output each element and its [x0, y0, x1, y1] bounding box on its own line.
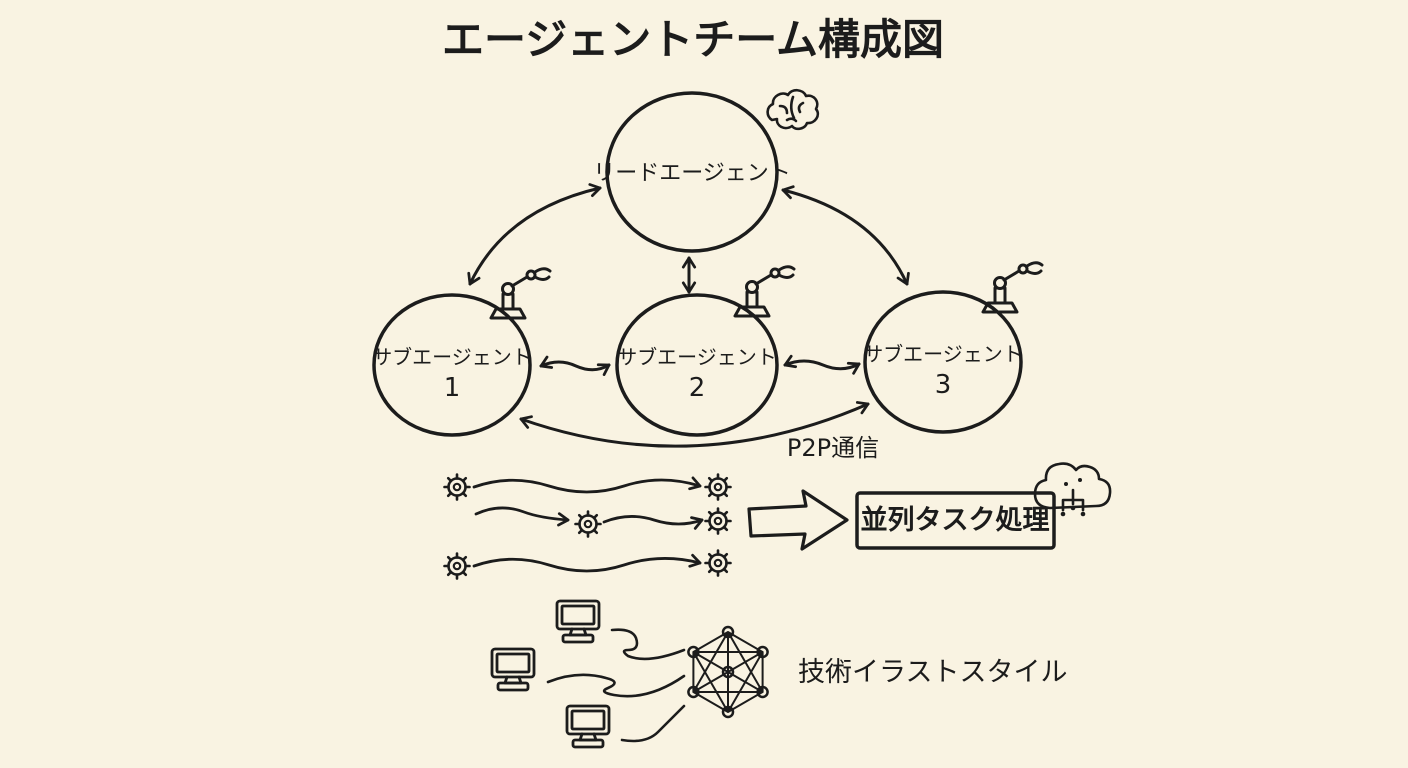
- arrow-sub2-sub3: [783, 354, 861, 375]
- sub-agent-2-label: サブエージェント: [617, 345, 777, 369]
- arrow-lead-sub1: [467, 183, 602, 286]
- gear-icon: [443, 552, 471, 580]
- flow-arrow-mid-right: [602, 515, 704, 530]
- arrow-p2p: [519, 401, 870, 448]
- flow-arrow-bottom: [472, 553, 702, 573]
- parallel-task-box: [855, 491, 1056, 550]
- connector-line-middle: [546, 673, 686, 698]
- flow-arrow-top: [472, 476, 702, 494]
- gear-icon: [704, 473, 732, 501]
- sub-agent-1-node: サブエージェント 1: [372, 267, 552, 437]
- lead-agent-circle: [605, 91, 779, 253]
- connector-line-top: [610, 628, 686, 661]
- sub-agent-1-number: 1: [444, 373, 461, 403]
- gear-icon: [443, 473, 471, 501]
- footer-section: 技術イラストスタイル: [490, 599, 1067, 749]
- robot-arm-icon: [981, 261, 1044, 314]
- gear-icon: [704, 507, 732, 535]
- sub-agent-1-circle: [372, 293, 532, 437]
- sub-agent-3-label: サブエージェント: [863, 342, 1023, 366]
- sub-agent-2-node: サブエージェント 2: [615, 265, 796, 437]
- parallel-task-label: 並列タスク処理: [861, 504, 1050, 536]
- arrow-sub1-sub2: [539, 355, 611, 376]
- computer-icon: [565, 704, 611, 749]
- gear-icon: [574, 510, 602, 538]
- sub-agent-2-circle: [615, 293, 779, 437]
- sub-agent-1-label: サブエージェント: [372, 345, 532, 369]
- cloud-circuit-icon: [1033, 462, 1112, 517]
- sub-agent-3-number: 3: [935, 370, 952, 400]
- computer-icon: [555, 599, 601, 644]
- sub-agent-3-circle: [863, 290, 1023, 434]
- lead-agent-label: リードエージェント: [593, 161, 791, 186]
- sub-agent-3-node: サブエージェント 3: [863, 261, 1044, 434]
- arrow-lead-sub3: [781, 185, 910, 286]
- connector-line-bottom: [620, 704, 686, 743]
- footer-style-label: 技術イラストスタイル: [798, 657, 1067, 688]
- parallel-flow-section: 並列タスク処理: [443, 462, 1112, 580]
- sub-agent-2-number: 2: [689, 373, 706, 403]
- network-mesh-icon: [687, 625, 769, 719]
- p2p-label: P2P通信: [787, 434, 879, 462]
- brain-icon: [766, 88, 820, 131]
- computer-icon: [490, 647, 536, 692]
- diagram-title: エージェントチーム構成図: [442, 15, 944, 64]
- block-arrow-icon: [747, 489, 849, 551]
- lead-agent-node: リードエージェント: [593, 91, 791, 253]
- flow-arrow-mid-left: [474, 506, 570, 527]
- gear-icon: [704, 549, 732, 577]
